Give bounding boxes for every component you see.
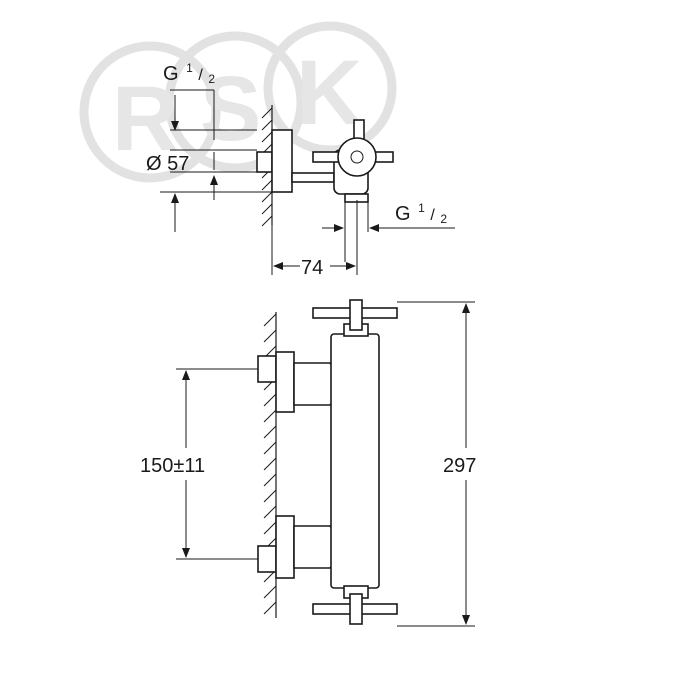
dim-projection-label: 74 — [301, 257, 323, 279]
front-upper-inlet-nut — [257, 355, 277, 383]
top-inlet-nut — [256, 151, 273, 173]
top-cross-handle — [312, 119, 394, 177]
front-upper-escutcheon — [275, 351, 295, 413]
dim-inlet-thread-label: G 1 / 2 — [163, 55, 215, 86]
watermark-letter-s: S — [200, 58, 261, 160]
front-valve-body — [330, 333, 380, 589]
dim-height-label: 297 — [443, 455, 476, 477]
front-lower-inlet-nut — [257, 545, 277, 573]
dim-spacing-label: 150±11 — [140, 455, 205, 477]
watermark-letter-r: R — [112, 68, 178, 170]
top-arm — [291, 172, 335, 183]
dim-diameter-label: Ø 57 — [146, 153, 189, 175]
front-top-cross-handle — [312, 299, 398, 331]
front-bottom-cross-handle — [312, 593, 398, 625]
watermark-letter-k: K — [296, 42, 362, 144]
front-view: 150±11 297 — [140, 299, 476, 627]
dim-outlet-thread-label: G 1 / 2 — [395, 195, 447, 226]
top-escutcheon — [271, 129, 293, 193]
top-view: G 1 / 2 Ø 57 G 1 / 2 74 — [146, 55, 455, 279]
watermark-logo: R S K — [79, 21, 397, 183]
front-lower-escutcheon — [275, 515, 295, 579]
